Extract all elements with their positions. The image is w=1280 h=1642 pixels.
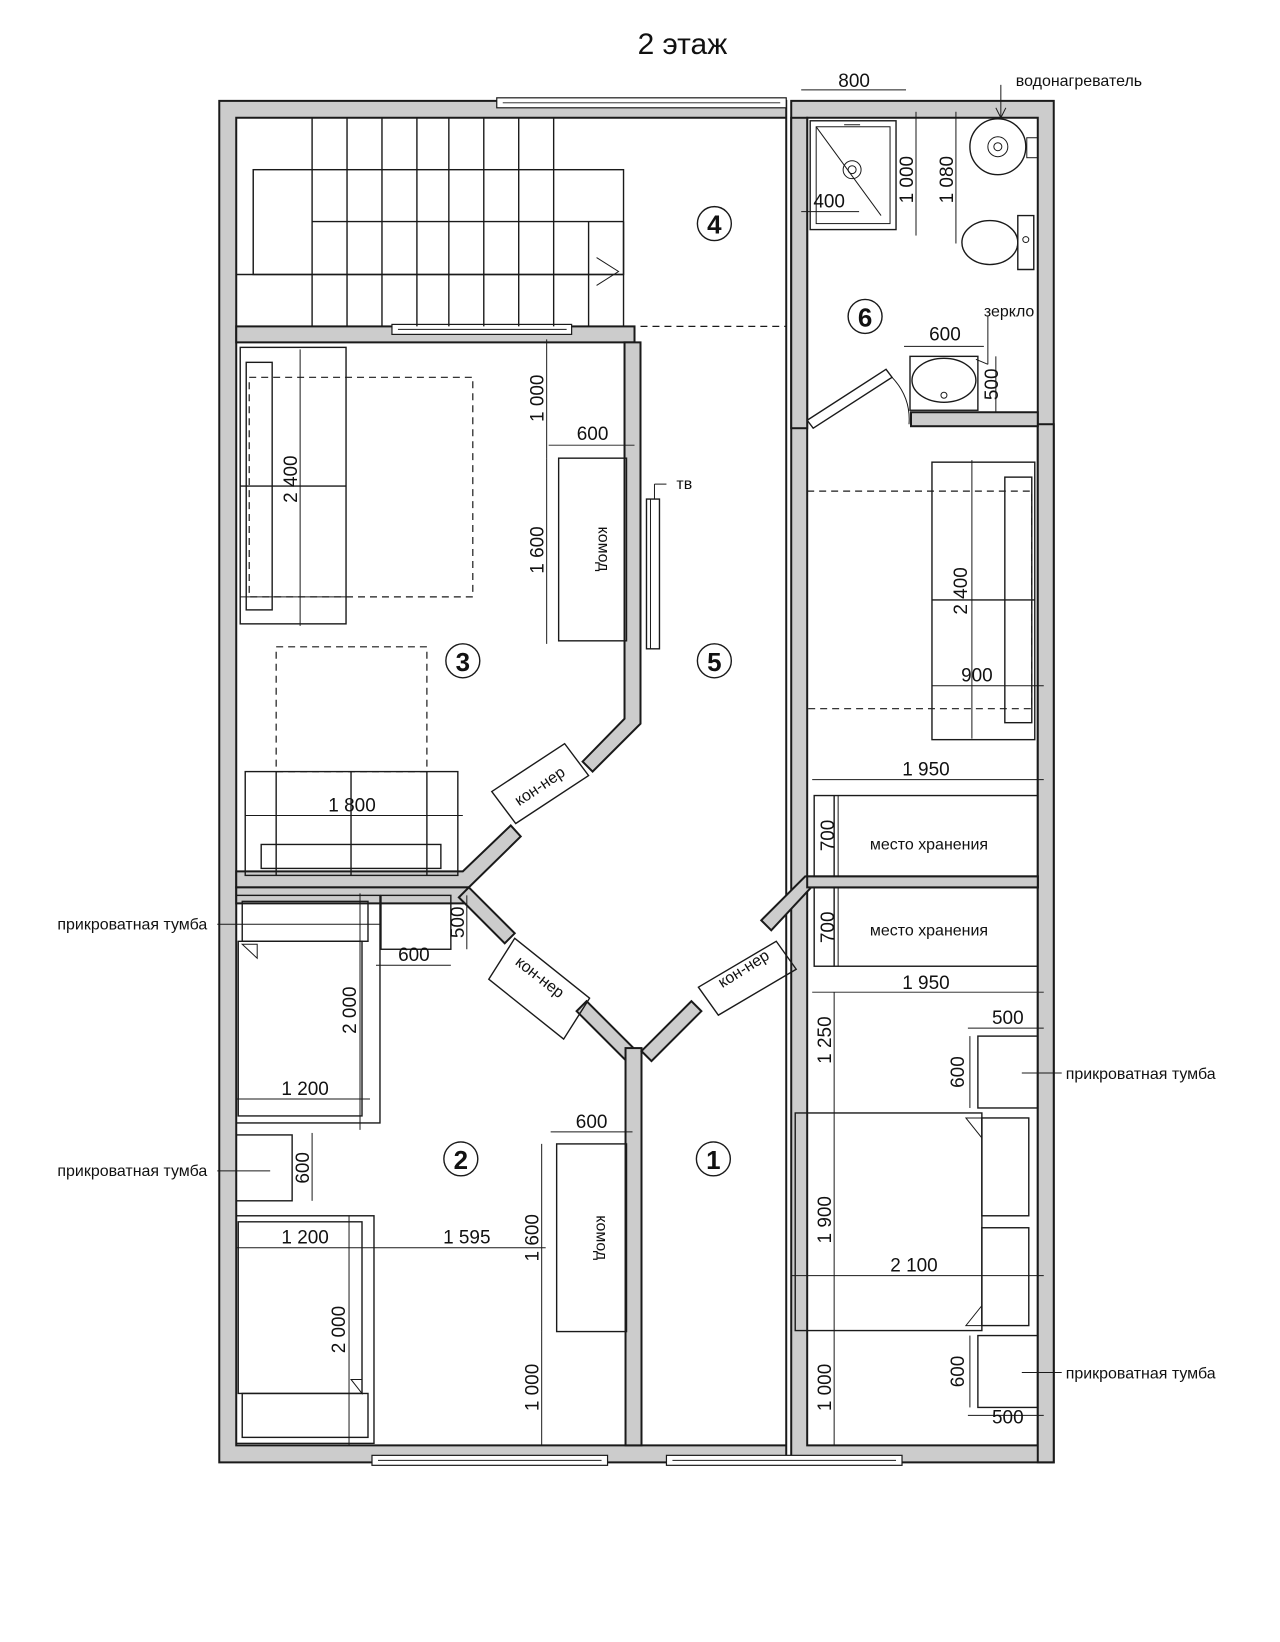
room-4-number: 4 (707, 212, 722, 240)
room-6-number: 6 (858, 304, 872, 332)
room-3-dresser-label: комод (595, 527, 612, 573)
room-6-marker: 6 (847, 298, 883, 335)
dim-r2-gap: 1 595 (443, 1228, 490, 1249)
dim-bath-1080: 1 080 (937, 156, 958, 203)
dim-r2-bed2-len: 2 000 (329, 1306, 350, 1353)
dim-r2-nightstand-depth: 500 (448, 907, 469, 939)
dim-r1-top: 1 250 (815, 1016, 836, 1063)
dim-r2-bottom: 1 000 (523, 1364, 544, 1411)
room-1-marker: 1 (695, 1141, 732, 1177)
bathroom-fixtures (806, 118, 1039, 430)
nightstand-label-room1-top: прикроватная тумба (1066, 1066, 1216, 1083)
dim-r2-bed1-len: 2 000 (340, 986, 361, 1033)
windows (371, 97, 903, 1466)
dim-r1-bed-len: 1 900 (815, 1196, 836, 1243)
dim-r1-bottom: 1 000 (815, 1364, 836, 1411)
staircase (236, 117, 787, 328)
room-5-marker: 5 (696, 643, 733, 679)
dim-basin-width: 600 (929, 324, 961, 345)
room-5-furniture (806, 461, 1039, 967)
room-5-number: 5 (707, 649, 721, 677)
dim-r2-dresser-width: 600 (576, 1112, 608, 1133)
dim-r2-bed2-width: 1 200 (281, 1228, 328, 1249)
dim-r2-dresser-len: 1 600 (523, 1214, 544, 1261)
walls (218, 99, 1055, 1464)
plan-title: 2 этаж (638, 28, 728, 61)
room-3-container-label: кон-нер (512, 764, 569, 810)
dim-r3-dresser-width: 600 (577, 424, 609, 445)
storage-bottom-label: место хранения (870, 922, 988, 939)
room-2-container-label: кон-нер (512, 953, 567, 1001)
toilet-icon (1017, 214, 1035, 271)
room-2-dresser-label: комод (593, 1215, 610, 1261)
dim-r2-nightstand-width: 600 (398, 945, 430, 966)
dimension-texts: 800 400 1 000 1 080 600 500 1 000 600 1 … (281, 71, 1024, 1429)
dim-r3-dresser-len: 1 600 (528, 526, 549, 573)
tv-icon (645, 498, 661, 650)
dim-r2-nightstand2: 600 (293, 1152, 314, 1184)
dim-r1-ns-top-depth: 600 (948, 1056, 969, 1088)
dim-r3-top: 1 000 (528, 375, 549, 422)
dim-bath-1000: 1 000 (897, 156, 918, 203)
dim-r1-ns-bottom-width: 500 (992, 1407, 1024, 1428)
dim-r3-bed-len: 2 400 (281, 455, 302, 502)
nightstand-label-room2-top: прикроватная тумба (57, 916, 207, 933)
room-1-container-label: кон-нер (715, 947, 772, 992)
dim-basin-depth: 500 (982, 368, 1003, 400)
nightstand-label-room1-bottom: прикроватная тумба (1066, 1365, 1216, 1382)
room-3-furniture (239, 346, 667, 877)
dimension-lines (217, 84, 1062, 1446)
room-2-number: 2 (454, 1147, 468, 1175)
room-2-furniture (235, 894, 628, 1445)
dim-storage-depth-bottom: 700 (818, 911, 839, 943)
dim-storage-len-top: 1 950 (902, 760, 949, 781)
dim-storage-len-bottom: 1 950 (902, 973, 949, 994)
tv-label: тв (676, 476, 692, 493)
room-4-marker: 4 (696, 205, 733, 242)
water-heater-icon (969, 118, 1027, 176)
dim-bath-width: 800 (838, 71, 870, 92)
dim-r5-bed-width: 900 (961, 666, 993, 687)
room-numbers: 1 2 3 4 5 6 (443, 205, 883, 1177)
room-3-number: 3 (456, 649, 470, 677)
dim-r1-ns-top-width: 500 (992, 1008, 1024, 1029)
dim-r3-sofa-len: 1 800 (328, 796, 375, 817)
dim-r5-bed-len: 2 400 (951, 567, 972, 614)
room-1-number: 1 (706, 1147, 720, 1175)
room-3-marker: 3 (445, 643, 481, 679)
dim-r1-bed-width: 2 100 (890, 1256, 937, 1277)
water-heater-label: водонагреватель (1016, 73, 1142, 90)
storage-top-label: место хранения (870, 836, 988, 853)
mirror-label: зеркло (984, 303, 1035, 320)
room-2-marker: 2 (443, 1141, 479, 1177)
dim-storage-depth-top: 700 (818, 820, 839, 852)
dim-r1-ns-bottom-depth: 600 (948, 1356, 969, 1388)
dim-r2-bed1-width: 1 200 (281, 1079, 328, 1100)
dim-sink-depth: 400 (813, 192, 845, 213)
room-1-furniture (697, 940, 1039, 1409)
nightstand-label-room2-side: прикроватная тумба (57, 1163, 207, 1180)
washbasin-icon (909, 355, 979, 411)
